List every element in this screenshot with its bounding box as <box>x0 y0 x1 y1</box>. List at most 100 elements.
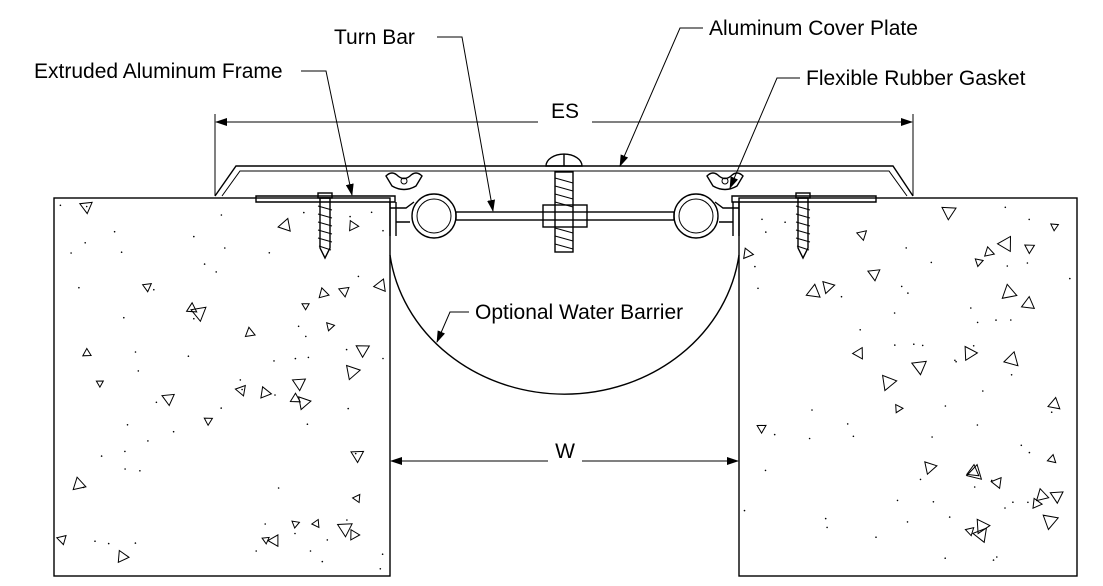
aggregate-dot <box>264 523 267 525</box>
aggregate-mark <box>161 393 176 407</box>
aggregate-mark <box>1046 453 1057 464</box>
aggregate-mark <box>355 345 371 359</box>
aggregate-mark <box>1049 223 1060 232</box>
aggregate-dot <box>193 235 195 238</box>
aggregate-dot <box>357 275 360 278</box>
aggregate-dot <box>147 440 149 442</box>
aggregate-mark <box>141 282 153 293</box>
aggregate-dot <box>187 355 190 358</box>
aggregate-dot <box>94 540 96 542</box>
aggregate-dot <box>268 252 271 254</box>
aggregate-mark <box>1047 396 1061 410</box>
aggregate-dot <box>1028 218 1030 221</box>
aggregate-dot <box>905 247 907 249</box>
aggregate-mark <box>372 278 386 293</box>
aggregate-mark <box>1020 295 1036 309</box>
aggregate-dot <box>294 357 297 360</box>
aggregate-dot <box>172 430 175 433</box>
aggregate-dot <box>757 287 759 290</box>
aggregate-dot <box>321 560 324 563</box>
turn-bar-leader <box>437 36 496 212</box>
aggregate-dot <box>277 487 280 489</box>
aggregate-mark <box>203 417 214 427</box>
aggregate-dot <box>894 344 896 346</box>
aggregate-mark <box>266 534 279 548</box>
aggregate-dot <box>764 469 767 472</box>
aggregate-dot <box>345 348 348 351</box>
aggregate-mark <box>1032 497 1044 510</box>
aggregate-mark <box>326 322 336 332</box>
aggregate-dot <box>875 536 877 538</box>
aggregate-mark <box>117 549 130 564</box>
aggregate-dot <box>932 501 935 503</box>
right-extruded-frame <box>714 195 877 236</box>
aggregate-dot <box>921 344 924 347</box>
water-barrier-label: Optional Water Barrier <box>475 301 683 324</box>
left-anchor-screw <box>317 192 333 260</box>
aggregate-mark <box>298 396 312 411</box>
aggregate-mark <box>318 286 330 299</box>
aggregate-mark <box>261 536 270 545</box>
aggregate-dot <box>306 423 309 426</box>
right-anchor-screw <box>795 192 811 260</box>
aggregate-dot <box>1012 501 1014 504</box>
aggregate-dot <box>215 271 217 273</box>
aggregate-mark <box>291 520 301 529</box>
aggregate-mark <box>350 528 361 541</box>
aggregate-mark <box>881 374 898 392</box>
aggregate-dot <box>379 568 382 570</box>
aggregate-mark <box>866 269 881 282</box>
aggregate-mark <box>185 301 198 313</box>
aggregate-mark <box>941 206 957 221</box>
rubber-gasket-label: Flexible Rubber Gasket <box>806 67 1026 90</box>
aggregate-dot <box>930 261 933 264</box>
turn-bar-label: Turn Bar <box>334 26 415 49</box>
aggregate-dot <box>193 317 195 320</box>
aggregate-mark <box>964 527 975 537</box>
aggregate-mark <box>743 247 755 260</box>
aggregate-dot <box>124 468 126 470</box>
aggregate-dot <box>944 405 947 407</box>
aggregate-dot <box>1020 444 1023 447</box>
aggregate-mark <box>81 347 92 357</box>
aggregate-dot <box>955 360 957 363</box>
aggregate-mark <box>337 286 350 298</box>
aggregate-mark <box>350 450 365 464</box>
aggregate-dot <box>852 435 855 438</box>
aggregate-dot <box>1069 277 1071 280</box>
aggregate-mark <box>851 346 863 360</box>
aggregate-dot <box>220 214 223 216</box>
aggregate-dot <box>1004 206 1007 209</box>
aggregate-dot <box>919 478 922 481</box>
aggregate-dot <box>347 407 350 410</box>
aggregate-mark <box>983 245 996 257</box>
aggregate-dot <box>893 312 896 314</box>
aggregate-dot <box>761 218 763 221</box>
aggregate-dot <box>309 550 312 552</box>
aggregate-mark <box>289 392 302 403</box>
aggregate-dot <box>307 356 310 359</box>
aggregate-dot <box>972 345 975 347</box>
aggregate-dot <box>239 379 242 381</box>
aggregate-dot <box>973 486 976 488</box>
aggregate-mark <box>336 523 353 538</box>
left-extruded-frame <box>255 195 415 236</box>
aggregate-dot <box>155 401 158 404</box>
aggregate-dot <box>82 486 85 489</box>
right-rubber-gasket <box>706 172 744 191</box>
aggregate-mark <box>910 360 928 376</box>
aggregate-dot <box>1027 501 1029 504</box>
aggregate-dot <box>944 557 946 559</box>
left-slab-aggregate <box>55 201 386 570</box>
aggregate-dot <box>382 229 384 232</box>
aggregate-dot <box>1010 319 1012 321</box>
aggregate-dot <box>297 325 300 328</box>
aggregate-dot <box>840 295 843 298</box>
turn-bar-shape <box>455 204 675 228</box>
extruded-frame-label: Extruded Aluminum Frame <box>34 60 283 83</box>
aggregate-mark <box>971 527 988 544</box>
aggregate-mark <box>805 283 821 298</box>
aggregate-dot <box>900 285 903 288</box>
aggregate-dot <box>84 242 86 244</box>
aggregate-dot <box>203 263 206 265</box>
